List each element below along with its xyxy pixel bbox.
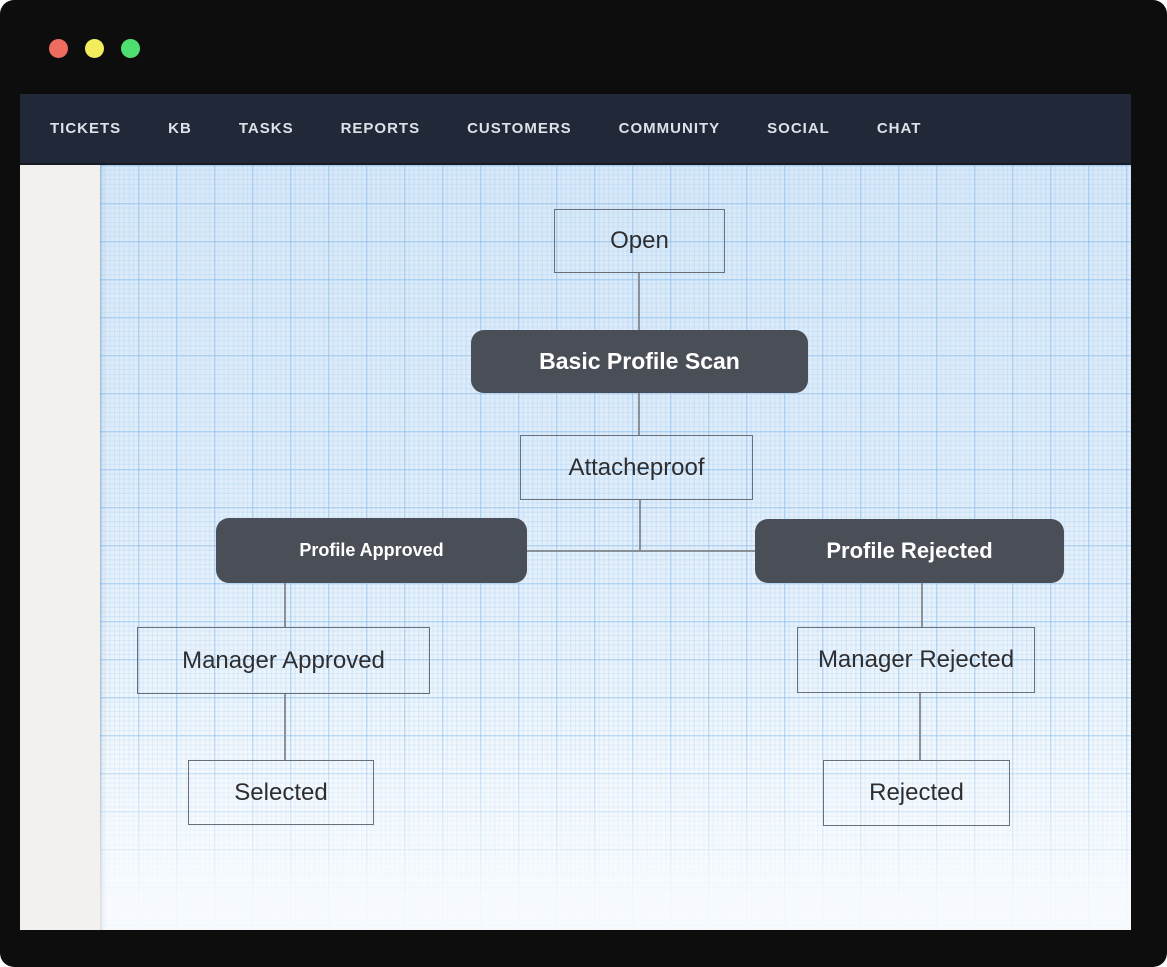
flow-node-profile-approved[interactable]: Profile Approved (216, 518, 527, 583)
nav-item-tasks[interactable]: TASKS (238, 120, 294, 137)
nav-item-kb[interactable]: KB (168, 120, 192, 137)
zoom-button[interactable] (121, 39, 140, 58)
connector-manager-rejected-to-rejected (919, 693, 921, 760)
flow-node-rejected[interactable]: Rejected (823, 760, 1010, 826)
nav-item-tickets[interactable]: TICKETS (50, 120, 122, 137)
left-panel-strip (20, 165, 100, 930)
nav-item-community[interactable]: COMMUNITY (618, 120, 721, 137)
flowchart-canvas[interactable]: Open Basic Profile Scan Attacheproof Pro… (100, 165, 1131, 930)
flow-node-selected[interactable]: Selected (188, 760, 374, 825)
window-controls (49, 39, 140, 58)
flow-node-profile-rejected[interactable]: Profile Rejected (755, 519, 1064, 583)
content-area: Open Basic Profile Scan Attacheproof Pro… (20, 165, 1131, 930)
nav-item-chat[interactable]: CHAT (876, 120, 922, 137)
close-button[interactable] (49, 39, 68, 58)
connector-attacheproof-to-branch (639, 500, 641, 552)
connector-open-to-basic-profile-scan (638, 273, 640, 331)
flow-node-basic-profile-scan[interactable]: Basic Profile Scan (471, 330, 808, 393)
nav-item-reports[interactable]: REPORTS (340, 120, 421, 137)
nav-item-customers[interactable]: CUSTOMERS (467, 120, 572, 137)
flow-node-open[interactable]: Open (554, 209, 725, 273)
flow-node-manager-rejected[interactable]: Manager Rejected (797, 627, 1035, 693)
connector-branch-horizontal (527, 550, 755, 552)
connector-basic-profile-scan-to-attacheproof (638, 393, 640, 436)
connector-profile-rejected-to-manager-rejected (921, 583, 923, 627)
nav-item-social[interactable]: SOCIAL (767, 120, 830, 137)
connector-profile-approved-to-manager-approved (284, 583, 286, 627)
flow-node-attacheproof[interactable]: Attacheproof (520, 435, 753, 500)
flow-node-manager-approved[interactable]: Manager Approved (137, 627, 430, 694)
connector-manager-approved-to-selected (284, 694, 286, 760)
main-navbar: TICKETS KB TASKS REPORTS CUSTOMERS COMMU… (20, 94, 1131, 165)
minimize-button[interactable] (85, 39, 104, 58)
